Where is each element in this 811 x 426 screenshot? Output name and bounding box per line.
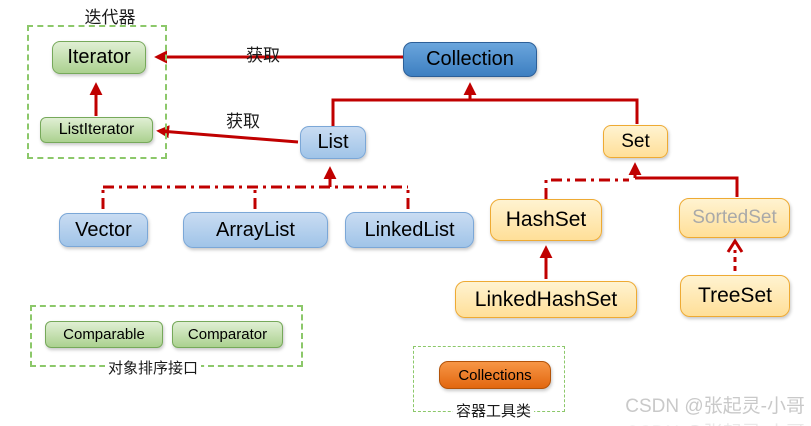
node-treeset: TreeSet (680, 275, 790, 317)
node-list: List (300, 126, 366, 159)
iterator-group-box (27, 25, 167, 159)
edge-hashset-branch (544, 178, 629, 199)
node-set: Set (603, 125, 668, 158)
edge-list-children-rail (101, 185, 410, 209)
node-sortedset: SortedSet (679, 198, 790, 238)
get-label-top: 获取 (246, 45, 280, 65)
node-linkedlist: LinkedList (345, 212, 474, 248)
watermark-text: CSDN @张起灵-小哥 (625, 396, 805, 417)
node-iterator: Iterator (52, 41, 146, 74)
utility-group-label: 容器工具类 (453, 400, 535, 420)
node-vector: Vector (59, 213, 148, 247)
edge-sortedset-branch (635, 176, 739, 197)
node-arraylist: ArrayList (183, 212, 328, 248)
node-listiterator: ListIterator (40, 117, 153, 143)
edge-treeset-arrowhead (726, 238, 744, 253)
node-hashset: HashSet (490, 199, 602, 241)
edge-trunk-list-set (331, 98, 639, 127)
node-comparator: Comparator (172, 321, 283, 348)
node-linkedhashset: LinkedHashSet (455, 281, 637, 318)
sorting-group-label: 对象排序接口 (105, 357, 202, 377)
watermark-text-partial: CSDN @张起灵-小哥 (605, 418, 805, 426)
node-comparable: Comparable (45, 321, 163, 348)
node-collection: Collection (403, 42, 537, 77)
iterator-group-label: 迭代器 (84, 7, 136, 27)
get-label-mid: 获取 (226, 111, 260, 131)
edge-list-to-listiterator (156, 125, 299, 144)
node-collections: Collections (439, 361, 551, 389)
